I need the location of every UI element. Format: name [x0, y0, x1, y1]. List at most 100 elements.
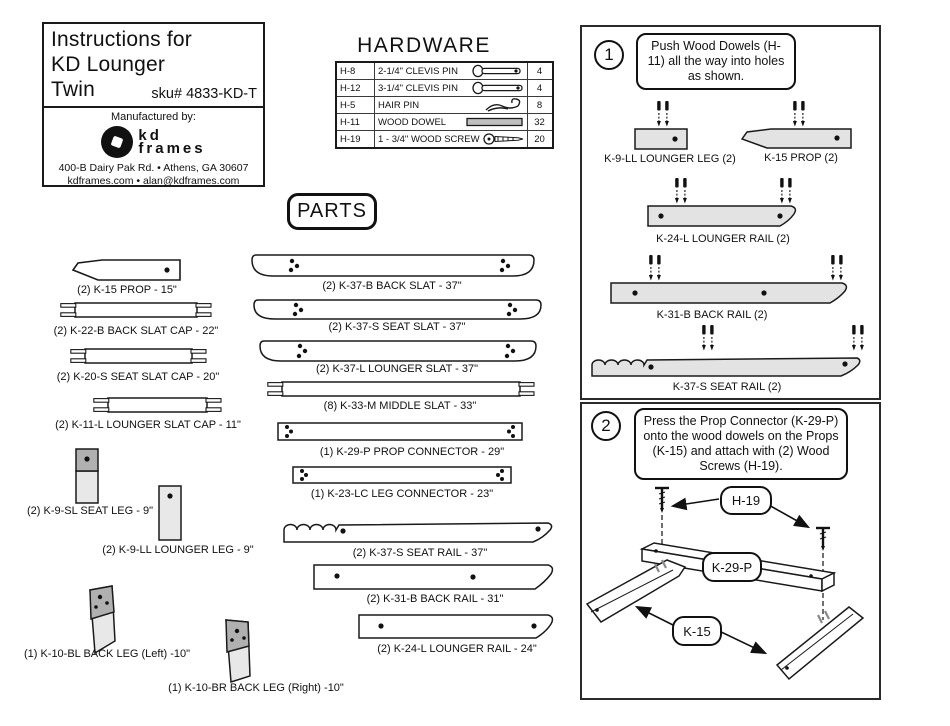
hardware-code: H-5 — [335, 96, 375, 114]
part-label: (2) K-37-L LOUNGER SLAT - 37" — [315, 363, 479, 375]
part-label: (2) K-22-B BACK SLAT CAP - 22" — [53, 325, 219, 337]
dowel-pair-icon — [646, 255, 664, 281]
part-k37b-slat — [251, 254, 535, 277]
part-k20s-cap — [70, 348, 207, 364]
dowel-pair-icon — [699, 325, 717, 351]
part-k10bl-leg — [89, 585, 116, 655]
h19-arrow-left — [670, 497, 720, 511]
hardware-name: 2-1/4" CLEVIS PIN — [378, 65, 458, 77]
step1-item-label: K-31-B BACK RAIL (2) — [656, 309, 768, 321]
wood-screw-left — [655, 486, 669, 572]
parts-heading: PARTS — [287, 193, 377, 230]
step1-item-label: K-37-S SEAT RAIL (2) — [672, 381, 782, 393]
table-row: H-19 1 - 3/4" WOOD SCREW 20 — [335, 130, 554, 149]
hardware-table: H-8 2-1/4" CLEVIS PIN 4 H-12 3-1/4" CLEV… — [335, 61, 554, 149]
clevis-pin-icon — [471, 64, 521, 78]
part-label: (2) K-31-B BACK RAIL - 31" — [366, 593, 504, 605]
table-row: H-12 3-1/4" CLEVIS PIN 4 — [335, 79, 554, 97]
part-k23lc-connector — [292, 466, 512, 484]
hardware-name: HAIR PIN — [378, 99, 420, 111]
logo-disc-icon — [101, 126, 134, 158]
k15-prop-left — [585, 559, 687, 623]
hardware-qty: 32 — [526, 113, 554, 131]
part-k33m-slat — [267, 381, 535, 397]
step1-k15-prop — [741, 128, 852, 149]
k15-prop-right — [775, 606, 865, 681]
step1-item-label: K-15 PROP (2) — [764, 152, 838, 164]
hardware-heading: HARDWARE — [357, 34, 491, 57]
part-label: (1) K-23-LC LEG CONNECTOR - 23" — [310, 488, 494, 500]
step1-k37s-rail — [591, 357, 861, 377]
manufactured-by-label: Manufactured by: — [111, 111, 196, 123]
part-k22b-cap — [60, 302, 212, 318]
hardware-code: H-11 — [335, 113, 375, 131]
logo-kd: kd — [138, 127, 162, 144]
step1-k9ll-leg — [634, 128, 688, 150]
page-title: Instructions for KD Lounger Twin — [51, 27, 257, 102]
part-label: (2) K-37-B BACK SLAT - 37" — [322, 280, 462, 292]
step1-item-label: K-9-LL LOUNGER LEG (2) — [604, 153, 736, 165]
step1-item-label: K-24-L LOUNGER RAIL (2) — [656, 233, 790, 245]
step1-instruction: Push Wood Dowels (H-11) all the way into… — [636, 33, 796, 90]
step1-k24l-rail — [647, 205, 797, 227]
step1-panel — [580, 25, 881, 400]
part-label: (2) K-15 PROP - 15" — [77, 284, 177, 296]
hardware-code: H-12 — [335, 79, 375, 97]
hardware-code: H-8 — [335, 61, 375, 80]
step1-number: 1 — [594, 40, 624, 70]
kd-frames-logo: kd frames — [44, 125, 263, 159]
part-label: (2) K-37-S SEAT SLAT - 37" — [328, 321, 466, 333]
h19-arrow-right — [766, 503, 811, 529]
part-k29p-connector — [277, 422, 523, 441]
dowel-pair-icon — [654, 101, 672, 127]
part-k9sl-leg — [75, 448, 99, 504]
callout-k29p: K-29-P — [702, 552, 762, 582]
table-row: H-11 WOOD DOWEL 32 — [335, 113, 554, 131]
part-label: (8) K-33-M MIDDLE SLAT - 33" — [323, 400, 477, 412]
part-label: (2) K-37-S SEAT RAIL - 37" — [352, 547, 488, 559]
table-row: H-8 2-1/4" CLEVIS PIN 4 — [335, 61, 554, 80]
table-row: H-5 HAIR PIN 8 — [335, 96, 554, 114]
part-k9ll-leg — [158, 485, 182, 541]
part-label: (2) K-9-SL SEAT LEG - 9" — [27, 505, 153, 517]
part-k37s-slat — [253, 299, 542, 320]
hardware-qty: 4 — [526, 61, 554, 80]
title-line-1: Instructions for — [51, 28, 192, 51]
part-label: (2) K-24-L LOUNGER RAIL - 24" — [377, 643, 537, 655]
part-k10br-leg — [225, 619, 251, 683]
dowel-pair-icon — [849, 325, 867, 351]
part-k11l-cap — [93, 397, 222, 413]
part-k31b-rail — [313, 564, 554, 590]
part-label: (1) K-29-P PROP CONNECTOR - 29" — [319, 446, 505, 458]
title-line-3: Twin — [51, 78, 95, 101]
dowel-pair-icon — [777, 178, 795, 204]
part-k37l-slat — [259, 340, 537, 362]
sku-number: sku# 4833-KD-T — [151, 86, 257, 102]
wood-dowel-icon — [465, 117, 523, 127]
k15-arrow-right — [716, 629, 768, 655]
step1-k31b-rail — [610, 282, 848, 304]
part-label: (2) K-20-S SEAT SLAT CAP - 20" — [56, 371, 220, 383]
title-area: Instructions for KD Lounger Twin sku# 48… — [44, 24, 263, 108]
part-label: (2) K-9-LL LOUNGER LEG - 9" — [102, 544, 254, 556]
part-k15-prop — [72, 259, 181, 281]
title-line-2: KD Lounger — [51, 53, 166, 76]
logo-wordmark: kd frames — [138, 127, 205, 156]
k15-arrow-left — [634, 605, 674, 626]
callout-k15: K-15 — [672, 616, 722, 646]
contact-line: kdframes.com • alan@kdframes.com — [67, 175, 240, 187]
title-block: Instructions for KD Lounger Twin sku# 48… — [42, 22, 265, 187]
hardware-name: 3-1/4" CLEVIS PIN — [378, 82, 458, 94]
step2-number: 2 — [591, 411, 621, 441]
hardware-qty: 20 — [526, 130, 554, 149]
step2-instruction: Press the Prop Connector (K-29-P) onto t… — [634, 408, 848, 480]
dowel-pair-icon — [790, 101, 808, 127]
wood-screw-icon — [482, 133, 523, 145]
part-label: (1) K-10-BL BACK LEG (Left) -10" — [23, 648, 191, 660]
part-label: (1) K-10-BR BACK LEG (Right) -10" — [168, 682, 344, 694]
hardware-code: H-19 — [335, 130, 375, 149]
address-line: 400-B Dairy Pak Rd. • Athens, GA 30607 — [58, 162, 249, 174]
hardware-qty: 8 — [526, 96, 554, 114]
dowel-pair-icon — [828, 255, 846, 281]
